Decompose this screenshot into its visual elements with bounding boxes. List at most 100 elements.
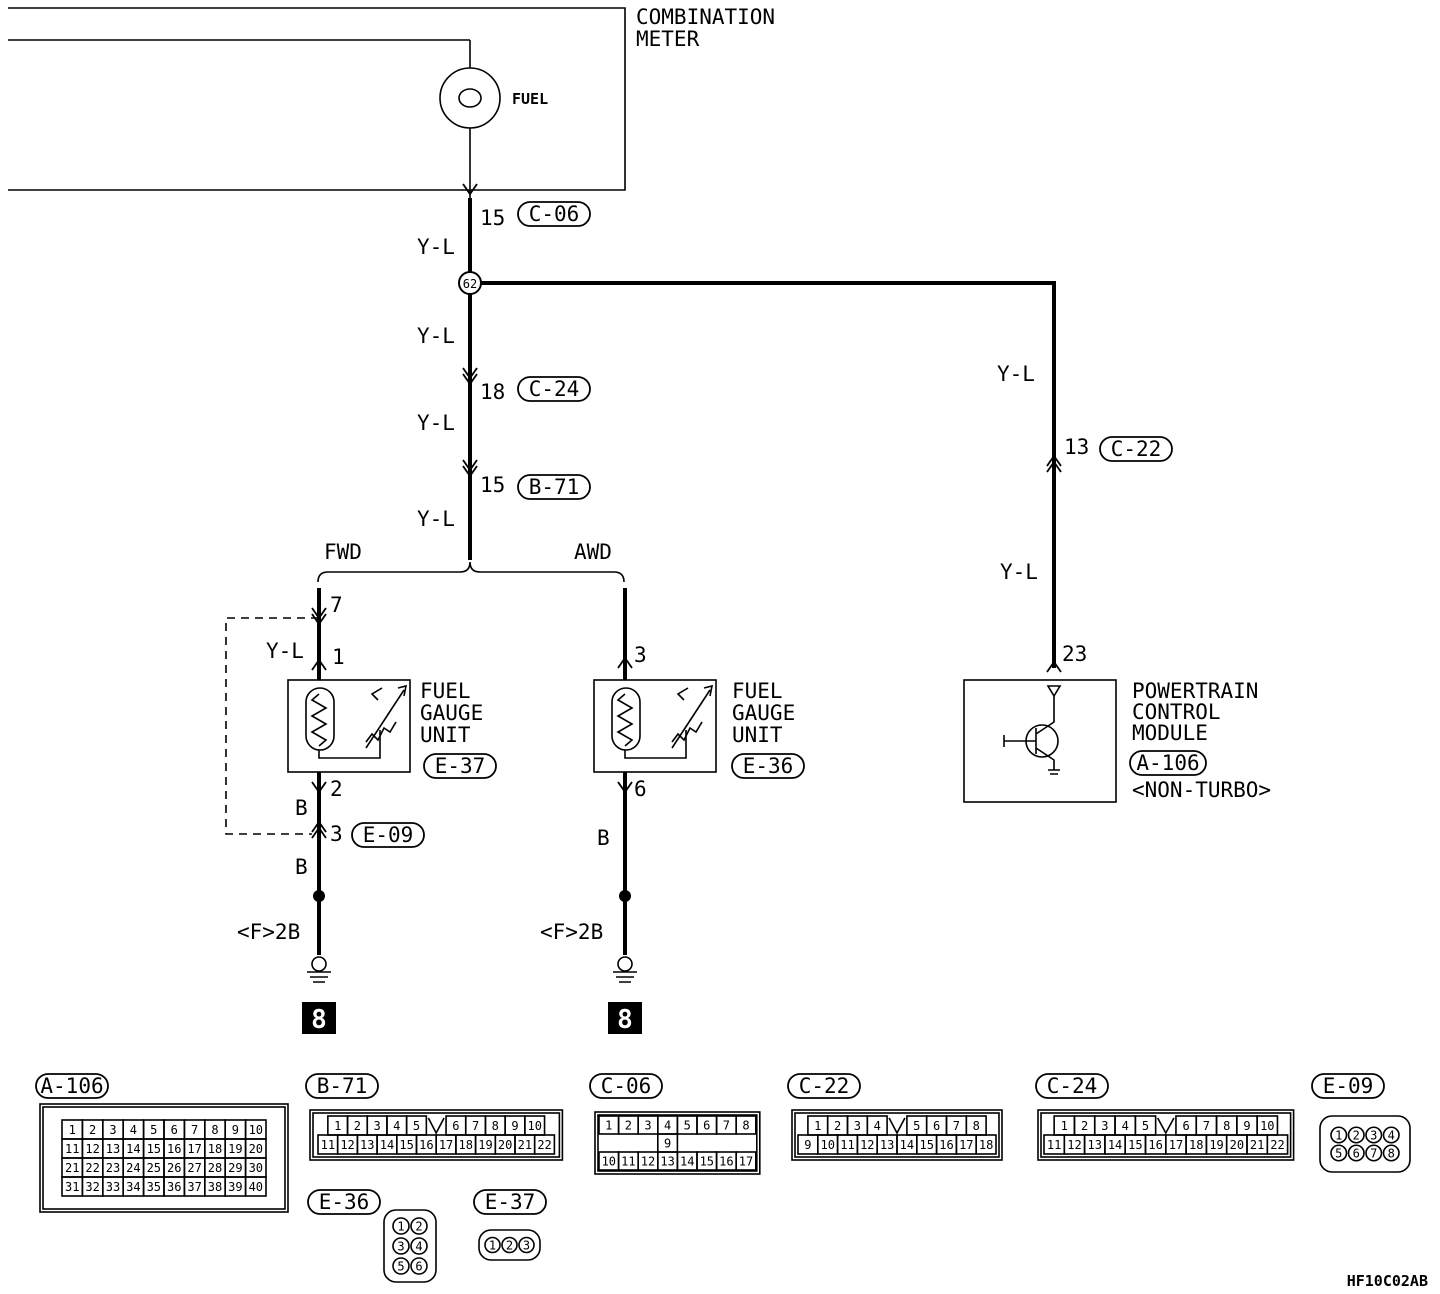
connector-pin: 10: [249, 1123, 263, 1137]
connector-pin: 7: [1203, 1119, 1210, 1133]
pin-c06: 15: [480, 206, 505, 230]
connector-pin: 5: [913, 1119, 920, 1133]
connector-pin: 29: [228, 1161, 242, 1175]
connector-pin: 15: [700, 1155, 714, 1169]
fuel-gauge-unit-fwd-label-3: UNIT: [420, 723, 471, 747]
connector-face-tag-c22: C-22: [799, 1074, 850, 1098]
connector-pin: 1: [334, 1119, 341, 1133]
connector-pin: 14: [1108, 1138, 1122, 1152]
connector-pin: 5: [150, 1123, 157, 1137]
wire-color: Y-L: [417, 235, 455, 259]
connector-pin: 11: [840, 1138, 854, 1152]
connector-pin: 37: [187, 1180, 201, 1194]
connector-pin: 16: [167, 1142, 181, 1156]
awd-label: AWD: [574, 540, 612, 564]
powertrain-control-module: POWERTRAIN CONTROL MODULE <NON-TURBO>: [963, 679, 1271, 803]
connector-pin: 22: [85, 1161, 99, 1175]
connector-pin: 12: [860, 1138, 874, 1152]
connector-pin: 31: [65, 1180, 79, 1194]
connector-pin: 14: [126, 1142, 140, 1156]
junction-62: [458, 271, 482, 295]
connector-pin: 23: [106, 1161, 120, 1175]
connector-pin: 17: [959, 1138, 973, 1152]
connector-pin: 15: [919, 1138, 933, 1152]
connector-pin: 17: [739, 1155, 753, 1169]
pcm-box: [963, 679, 1117, 803]
ground-ref-badge: [302, 1002, 336, 1034]
connector-pin: 6: [415, 1260, 422, 1274]
connector-pin: 2: [89, 1123, 96, 1137]
connector-pin: 4: [874, 1119, 881, 1133]
ground-ref-fwd: 8: [311, 1005, 327, 1035]
connector-pin: 16: [719, 1155, 733, 1169]
connector-pin: 6: [1353, 1147, 1360, 1161]
connector-pin: 12: [85, 1142, 99, 1156]
connector-pin: 34: [126, 1180, 140, 1194]
connector-e09-tag: E-09: [363, 823, 414, 847]
connector-b71-tag: B-71: [529, 475, 580, 499]
pin-fwd-1: 1: [332, 645, 345, 669]
connector-pin: 2: [834, 1119, 841, 1133]
connector-pin: 1: [1335, 1129, 1342, 1143]
connector-pin: 5: [684, 1119, 691, 1133]
connector-pin: 17: [187, 1142, 201, 1156]
ground-ref-awd: 8: [617, 1005, 633, 1035]
connector-pin: 28: [208, 1161, 222, 1175]
connector-pin: 20: [1230, 1138, 1244, 1152]
connector-pin: 12: [340, 1138, 354, 1152]
connector-pin: 4: [664, 1119, 671, 1133]
pcm-label-1: POWERTRAIN: [1132, 679, 1258, 703]
junction-label: 62: [463, 277, 477, 291]
pin-e09-3: 3: [330, 822, 343, 846]
connector-pin: 2: [354, 1119, 361, 1133]
connector-pin: 40: [249, 1180, 263, 1194]
ground-ref-badge: [608, 1002, 642, 1034]
connector-c24-tag: C-24: [529, 377, 580, 401]
main-wiring: 62: [458, 40, 1056, 668]
connector-pin: 14: [680, 1155, 694, 1169]
ground-label-fwd: <F>2B: [237, 920, 300, 944]
wire-color: B: [295, 796, 308, 820]
connector-pin: 20: [498, 1138, 512, 1152]
combination-meter-title-2: METER: [636, 27, 700, 51]
connector-e37-tag: E-37: [435, 754, 486, 778]
connector-face-tag-e09: E-09: [1323, 1074, 1374, 1098]
connector-pin: 15: [1128, 1138, 1142, 1152]
connector-pin: 9: [804, 1138, 811, 1152]
connector-pin: 13: [360, 1138, 374, 1152]
connector-pin: 16: [939, 1138, 953, 1152]
pin-b71: 15: [480, 473, 505, 497]
connector-pin: 17: [439, 1138, 453, 1152]
ground-icon: [307, 956, 331, 983]
connector-pin: 27: [187, 1161, 201, 1175]
connector-pin: 20: [249, 1142, 263, 1156]
pin-fwd-7: 7: [330, 593, 343, 617]
connector-pin: 22: [537, 1138, 551, 1152]
connector-pin: 9: [511, 1119, 518, 1133]
connector-pin: 8: [1388, 1147, 1395, 1161]
fuel-gauge-unit-awd-box: [593, 679, 717, 773]
connector-pin: 1: [489, 1239, 496, 1253]
fuel-gauge-unit-fwd-label-1: FUEL: [420, 679, 471, 703]
connector-pin: 1: [69, 1123, 76, 1137]
connector-pin: 16: [419, 1138, 433, 1152]
connector-pin: 6: [703, 1119, 710, 1133]
connector-pin: 3: [523, 1239, 530, 1253]
pcm-label-3: MODULE: [1132, 721, 1208, 745]
fuel-gauge-unit-awd-label-1: FUEL: [732, 679, 783, 703]
connector-pin: 10: [602, 1155, 616, 1169]
connector-pin: 7: [723, 1119, 730, 1133]
wire-color: Y-L: [417, 324, 455, 348]
connector-e36-tag: E-36: [743, 754, 794, 778]
connector-pin: 7: [191, 1123, 198, 1137]
wire-color: Y-L: [997, 362, 1035, 386]
connector-pin: 12: [641, 1155, 655, 1169]
connector-pin: 14: [900, 1138, 914, 1152]
awd-leg: FUEL GAUGE UNIT <F>2B 8: [540, 588, 795, 1035]
connector-pin: 1: [605, 1119, 612, 1133]
fuel-gauge-unit-fwd-box: [287, 679, 411, 773]
